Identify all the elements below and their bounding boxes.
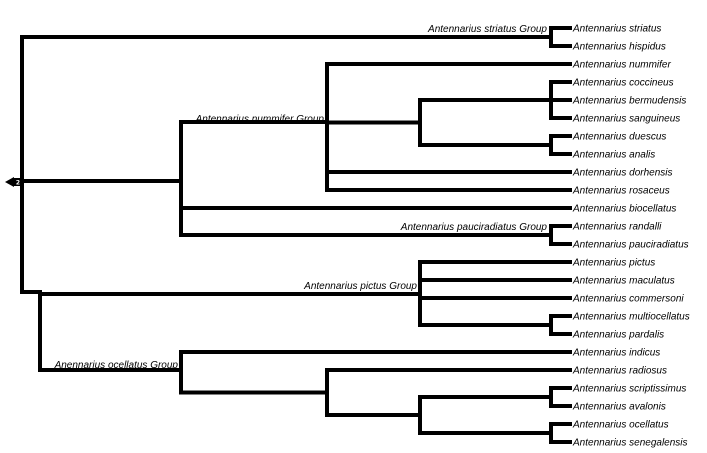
- leaf-label[interactable]: Antennarius pardalis: [572, 330, 664, 341]
- group-label-striatus: Antennarius striatus Group: [427, 24, 547, 35]
- group-label-pictus: Antennarius pictus Group: [303, 281, 417, 292]
- root-number: 2: [16, 180, 20, 187]
- leaf-label[interactable]: Antennarius dorhensis: [572, 168, 673, 179]
- leaf-label[interactable]: Antennarius randalli: [572, 222, 662, 233]
- leaf-label[interactable]: Antennarius coccineus: [572, 78, 674, 89]
- leaf-label[interactable]: Antennarius nummifer: [572, 60, 671, 71]
- group-label-nummifer: Antennarius nummifer Group: [195, 114, 325, 125]
- leaf-label[interactable]: Antennarius rosaceus: [572, 186, 670, 197]
- leaf-label[interactable]: Antennarius analis: [572, 150, 655, 161]
- leaf-label[interactable]: Antennarius pictus: [572, 258, 655, 269]
- group-labels: Antennarius striatus Group Antennarius n…: [54, 24, 548, 371]
- leaf-label[interactable]: Antennarius bermudensis: [572, 96, 686, 107]
- root-number-box: [14, 178, 22, 186]
- leaf-label[interactable]: Antennarius maculatus: [572, 276, 675, 287]
- leaf-label[interactable]: Antennarius scriptissimus: [572, 384, 686, 395]
- leaf-label[interactable]: Antennarius indicus: [572, 348, 660, 359]
- leaf-label[interactable]: Antennarius multiocellatus: [572, 312, 690, 323]
- leaf-label[interactable]: Antennarius biocellatus: [572, 204, 676, 215]
- leaf-label[interactable]: Antennarius ocellatus: [572, 420, 669, 431]
- leaf-label[interactable]: Antennarius senegalensis: [572, 438, 688, 449]
- leaf-label[interactable]: Antennarius avalonis: [572, 402, 666, 413]
- leaf-label[interactable]: Antennarius duescus: [572, 132, 666, 143]
- leaf-label[interactable]: Antennarius radiosus: [572, 366, 667, 377]
- group-label-pauciradiatus: Antennarius pauciradiatus Group: [400, 222, 548, 233]
- tree-branches: [20, 26, 572, 444]
- leaf-label[interactable]: Antennarius pauciradiatus: [572, 240, 689, 251]
- leaf-label[interactable]: Antennarius striatus: [572, 24, 661, 35]
- root-arrow-icon: [5, 177, 14, 187]
- group-label-ocellatus: Anennarius ocellatus Group: [54, 360, 179, 371]
- leaf-label[interactable]: Antennarius hispidus: [572, 42, 666, 53]
- root-marker[interactable]: 2: [5, 177, 22, 187]
- leaf-label[interactable]: Antennarius sanguineus: [572, 114, 680, 125]
- leaf-label[interactable]: Antennarius commersoni: [572, 294, 684, 305]
